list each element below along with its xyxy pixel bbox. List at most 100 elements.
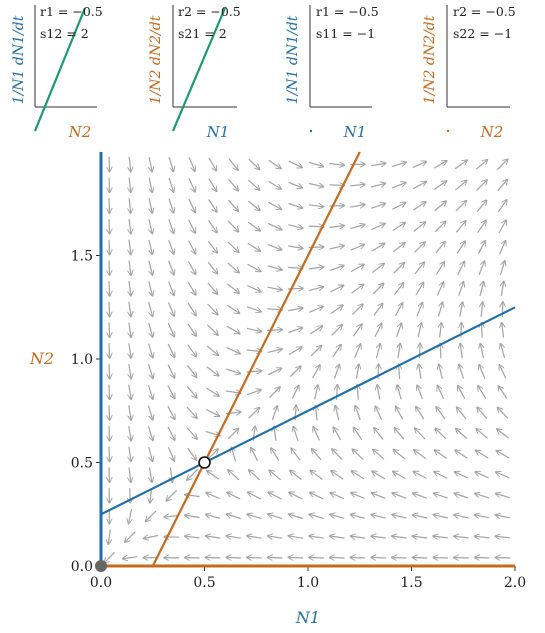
vector-arrow — [271, 448, 280, 461]
vector-arrow — [109, 425, 110, 441]
panel2-xlabel: N1 — [206, 123, 230, 141]
vector-arrow — [147, 426, 153, 440]
vector-arrow — [394, 428, 405, 440]
vector-arrow — [268, 180, 282, 189]
vector-arrow — [251, 448, 259, 462]
y-tick-label: 1.0 — [71, 352, 93, 368]
vector-arrow — [496, 159, 508, 171]
vector-arrow — [168, 157, 173, 171]
vector-arrow — [246, 328, 262, 331]
vector-arrow — [247, 514, 262, 520]
vector-arrow — [147, 364, 153, 378]
vector-arrow — [375, 344, 380, 359]
y-tick-label: 1.5 — [71, 249, 93, 265]
vector-arrow — [206, 387, 219, 396]
panel1-line — [33, 7, 87, 132]
vector-arrow — [187, 323, 196, 336]
vector-arrow — [478, 386, 487, 399]
vector-arrow — [267, 244, 282, 250]
vector-arrow — [267, 287, 283, 290]
panel3-xlabel: N1 — [343, 123, 367, 141]
vector-arrow — [415, 282, 424, 296]
vector-arrow — [330, 536, 345, 538]
vector-arrow — [187, 469, 198, 481]
vector-arrow — [205, 408, 219, 417]
vector-arrow — [476, 180, 488, 191]
vector-arrow — [148, 281, 153, 296]
vector-arrow — [226, 325, 240, 333]
vector-arrow — [392, 536, 407, 538]
vector-arrow — [458, 282, 464, 296]
vector-arrow — [148, 446, 153, 462]
vector-arrow — [129, 322, 131, 338]
vector-arrow — [393, 471, 406, 480]
vector-arrow — [311, 365, 321, 379]
vector-arrow — [436, 282, 443, 296]
vector-arrow — [249, 470, 261, 481]
vector-arrow — [477, 241, 485, 255]
vector-arrow — [351, 471, 365, 480]
vector-arrow — [206, 366, 219, 376]
vector-arrow — [350, 536, 366, 538]
vector-arrow — [394, 303, 403, 317]
vector-arrow — [433, 181, 446, 190]
vector-arrow — [129, 281, 131, 296]
vector-arrow — [434, 221, 446, 233]
vector-arrow — [108, 529, 110, 545]
vector-arrow — [109, 467, 110, 482]
vector-arrow — [129, 446, 131, 462]
vector-arrow — [291, 448, 301, 461]
vector-arrow — [350, 244, 365, 251]
vector-arrow — [228, 158, 238, 171]
x-tick-label: 1.0 — [297, 575, 319, 591]
vector-arrow — [150, 488, 152, 503]
vector-arrow — [352, 324, 362, 337]
vector-arrow — [480, 343, 483, 359]
vector-arrow — [149, 156, 152, 172]
vector-arrow — [497, 179, 508, 192]
vector-arrow — [129, 467, 131, 483]
vector-arrow — [187, 344, 197, 357]
vector-arrow — [455, 221, 466, 233]
vector-arrow — [350, 514, 366, 519]
vector-arrow — [185, 536, 200, 538]
vector-arrow — [109, 384, 110, 400]
vector-arrow — [109, 343, 110, 358]
vector-arrow — [412, 182, 426, 190]
vector-arrow — [391, 182, 406, 189]
vector-arrow — [247, 557, 262, 558]
n2-nullcline — [151, 151, 361, 567]
vector-arrow — [247, 221, 260, 231]
vector-arrow — [414, 262, 424, 275]
vector-arrow — [499, 365, 507, 379]
vector-arrow — [392, 223, 406, 232]
panel1-ylabel: 1/N1 dN1/dt — [11, 15, 27, 104]
panel4-annotation-s: s22 = −1 — [453, 26, 512, 41]
vector-arrow — [143, 536, 159, 539]
vector-arrow — [371, 203, 385, 209]
vector-arrow — [372, 471, 386, 480]
vector-arrow — [350, 557, 366, 558]
vector-arrow — [477, 220, 487, 234]
vector-arrow — [129, 177, 131, 193]
vector-arrow — [206, 493, 220, 500]
vector-arrow — [269, 387, 281, 398]
vector-arrow — [227, 283, 240, 293]
panel2-annotation-s: s21 = 2 — [178, 26, 227, 41]
vector-arrow — [479, 281, 484, 297]
vector-arrow — [418, 323, 421, 338]
vector-arrow — [129, 426, 131, 441]
vector-arrow — [496, 451, 510, 459]
vector-arrow — [168, 260, 174, 275]
vector-arrow — [186, 386, 197, 398]
vector-arrow — [248, 408, 260, 419]
vector-arrow — [309, 557, 324, 558]
vector-arrow — [330, 514, 345, 519]
vector-arrow — [167, 447, 175, 461]
vector-arrow — [331, 325, 343, 336]
vector-arrow — [333, 427, 342, 441]
vector-arrow — [129, 508, 132, 524]
vector-arrow — [227, 241, 239, 252]
vector-arrow — [227, 492, 241, 500]
vector-arrow — [247, 200, 260, 210]
